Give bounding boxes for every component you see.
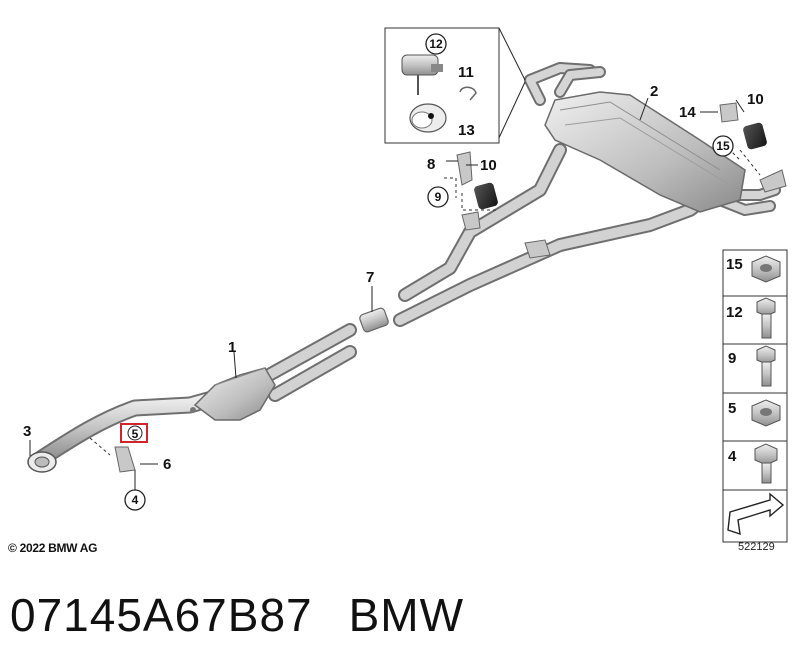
callout-7: 7 (366, 269, 374, 286)
callout-12-circle: 12 (425, 33, 447, 55)
svg-text:12: 12 (726, 304, 743, 321)
svg-text:4: 4 (728, 448, 737, 465)
callout-5: 5 (132, 427, 139, 441)
callout-10-middle: 10 (480, 157, 497, 174)
callout-9-circle: 9 (427, 186, 449, 208)
svg-text:9: 9 (728, 350, 736, 367)
hanger-brackets (114, 102, 787, 473)
callout-5-circle: 5 (127, 425, 143, 441)
callout-10-rear: 10 (747, 91, 764, 108)
diagram-number: 522129 (738, 541, 775, 553)
connecting-sleeve (359, 307, 389, 333)
rear-silencer (544, 91, 746, 213)
callout-13: 13 (458, 122, 475, 139)
hardware-legend: 15 12 9 5 4 (722, 249, 788, 543)
highlight-box (120, 423, 148, 443)
callout-14: 14 (679, 104, 696, 121)
inset-valve-actuator (401, 54, 477, 133)
footer-caption: 07145A67B87 BMW (10, 588, 464, 642)
svg-text:15: 15 (726, 256, 743, 273)
part-number: 07145A67B87 (10, 589, 313, 641)
callout-2: 2 (650, 83, 658, 100)
callout-15-circle: 15 (712, 135, 734, 157)
legend-item-5: 5 (728, 399, 781, 427)
callout-11: 11 (458, 64, 474, 81)
center-converter (193, 367, 276, 421)
callout-6: 6 (163, 456, 171, 473)
callout-4: 4 (132, 493, 139, 507)
rubber-mount (474, 122, 767, 210)
brand-name: BMW (348, 589, 465, 641)
callout-15: 15 (716, 139, 730, 153)
callout-3: 3 (23, 423, 31, 440)
legend-item-9: 9 (728, 345, 776, 387)
copyright-notice: © 2022 BMW AG (8, 541, 98, 555)
leader-lines (29, 27, 745, 490)
callout-8: 8 (427, 156, 435, 173)
legend-item-15: 15 (726, 255, 781, 283)
arrow-icon (727, 492, 785, 536)
callout-1: 1 (228, 339, 236, 356)
callout-4-circle: 4 (124, 489, 146, 511)
legend-item-12: 12 (726, 297, 776, 339)
callout-12: 12 (429, 37, 443, 51)
legend-item-4: 4 (728, 443, 778, 484)
callout-9: 9 (435, 190, 442, 204)
svg-text:5: 5 (728, 400, 736, 417)
